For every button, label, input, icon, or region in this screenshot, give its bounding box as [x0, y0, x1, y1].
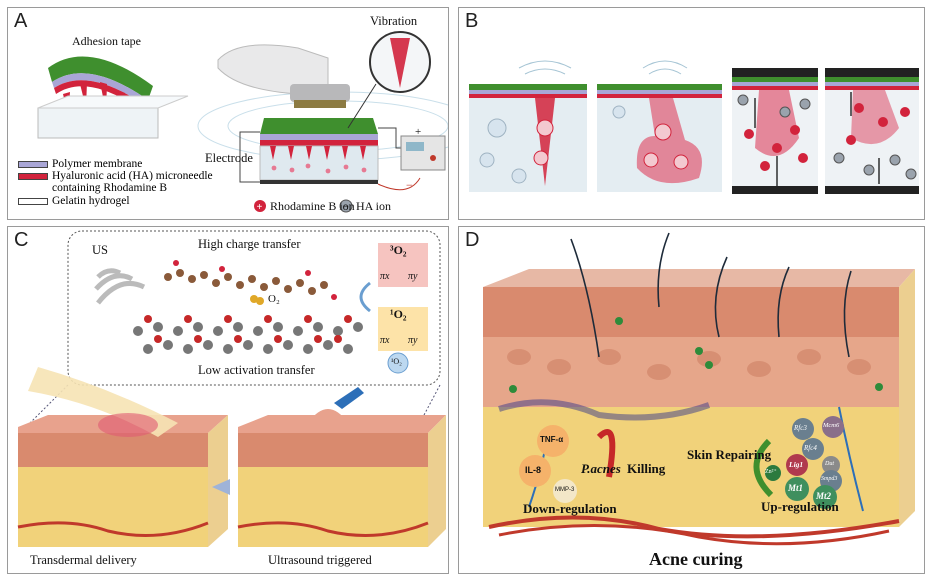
upregulation-cycle — [753, 416, 844, 509]
plus-sign: + — [415, 126, 422, 138]
tnf-label: TNF-α — [540, 435, 564, 444]
triplet-label: ³O₂ — [390, 243, 407, 257]
minus-sign: − — [406, 178, 413, 192]
ultrasound-waves-icon — [94, 268, 146, 305]
singlet-pix: πx — [380, 335, 390, 346]
skin-cube — [483, 232, 915, 546]
svg-text:−: − — [343, 202, 349, 213]
ha-ion-label: HA ion — [356, 199, 392, 213]
panel-a-illustration: + − — [37, 31, 448, 213]
panel-c: C — [7, 226, 449, 574]
dut-label: Dut — [825, 461, 834, 467]
triplet-pix: πx — [380, 271, 390, 282]
panel-b-label: B — [465, 10, 479, 32]
transdermal-label: Transdermal delivery — [30, 553, 137, 567]
singlet-oxygen-bubble — [387, 352, 409, 374]
panel-b: B — [458, 7, 925, 220]
mt1-label: Mt1 — [788, 483, 804, 493]
tnf-badge — [537, 425, 569, 457]
down-regulation-label: Down-regulation — [523, 501, 617, 516]
rhodamine-ion-label: Rhodamine B ion — [270, 199, 355, 213]
ultrasound-label: Ultrasound triggered — [268, 553, 372, 567]
legend-hydrogel: Gelatin hydrogel — [18, 195, 130, 207]
mos2-lattice — [133, 315, 363, 354]
smpd-label: Smpd3 — [821, 476, 838, 482]
acne-curing-caption: Acne curing — [649, 549, 743, 569]
rfc4-label: Rfc4 — [804, 444, 817, 452]
hydrogel-swatch — [18, 198, 48, 205]
transfer-arrow — [359, 281, 371, 313]
ha-ion-icon — [339, 199, 353, 213]
mmp-label: MMP-3 — [555, 487, 575, 493]
il8-badge — [519, 455, 551, 487]
panel-d: D — [458, 226, 925, 574]
adhesion-tape-label: Adhesion tape — [72, 34, 141, 48]
triplet-piy: πy — [408, 271, 418, 282]
up-regulation-label: Up-regulation — [761, 499, 839, 514]
vibration-magnifier — [347, 31, 431, 129]
il8-label: IL-8 — [525, 465, 542, 475]
microneedle-swatch — [18, 173, 48, 180]
molecule — [164, 260, 337, 305]
panel-b-illustration — [469, 60, 919, 194]
legend-polymer: Polymer membrane — [18, 158, 142, 170]
svg-text:+: + — [257, 202, 263, 213]
mechanism-inset — [67, 230, 441, 386]
microneedle-patch — [37, 56, 189, 139]
polymer-swatch — [18, 161, 48, 168]
skin-repairing-label: Skin Repairing — [687, 447, 772, 462]
ultrasound-probe-icon — [334, 387, 364, 409]
b-step-3 — [732, 68, 818, 194]
electrode-label: Electrode — [205, 151, 253, 165]
panel-d-label: D — [465, 229, 480, 251]
rfc3-label: Rfc3 — [794, 424, 807, 432]
lig1-label: Lig1 — [789, 460, 804, 469]
panel-a: A — [7, 7, 449, 220]
pacnes-label: P.acnes — [581, 461, 621, 476]
mmp-badge — [553, 479, 577, 503]
o2-label: O₂ — [268, 293, 280, 305]
vibration-label: Vibration — [370, 14, 418, 28]
downregulation-cycle — [519, 425, 616, 503]
mcm6-label: Mcm6 — [823, 422, 840, 429]
killing-label: Killing — [627, 461, 666, 476]
panel-d-illustration — [483, 232, 915, 546]
ultrasound-device — [197, 44, 448, 191]
singlet-piy: πy — [408, 335, 418, 346]
b-step-2 — [597, 60, 722, 192]
b-step-4 — [825, 68, 919, 194]
skin-block-transdermal — [17, 367, 228, 547]
process-arrow — [212, 479, 230, 495]
panel-c-illustration — [17, 230, 446, 547]
triplet-box — [378, 243, 428, 287]
panel-a-label: A — [14, 10, 28, 32]
singlet-label: ¹O₂ — [390, 307, 407, 321]
singlet-box — [378, 307, 428, 351]
low-activation-label: Low activation transfer — [198, 363, 315, 377]
b-step-1 — [469, 60, 587, 192]
skin-block-ultrasound — [237, 387, 446, 547]
us-label: US — [92, 243, 108, 257]
zn-label: Zn²⁺ — [765, 469, 777, 475]
rhodamine-ion-icon — [254, 200, 266, 212]
mt2-label: Mt2 — [816, 491, 832, 501]
panel-c-label: C — [14, 229, 29, 251]
singlet-bubble-label: ¹O₂ — [391, 357, 402, 366]
high-charge-label: High charge transfer — [198, 237, 301, 251]
